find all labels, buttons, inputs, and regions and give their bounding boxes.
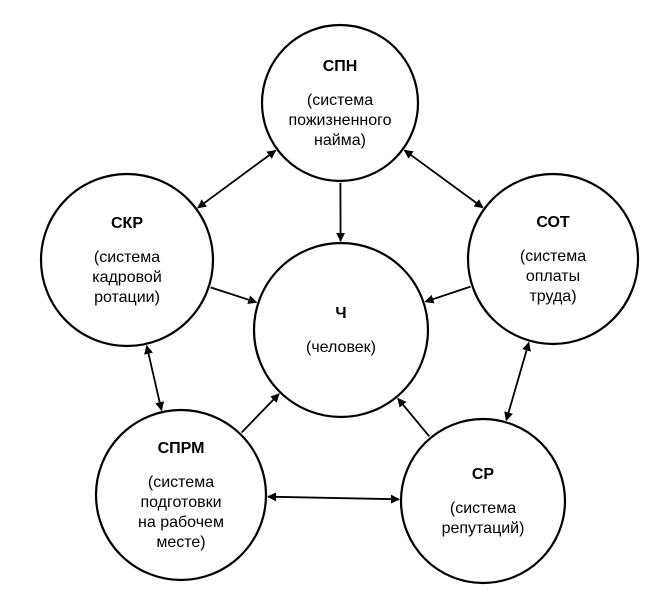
node-sr: СР (система репутаций)	[399, 417, 567, 585]
arrow-spn-sot	[403, 149, 484, 209]
node-title: СОТ	[536, 214, 570, 231]
node-title: СПН	[323, 58, 358, 75]
node-description-line: на рабочем	[138, 514, 224, 531]
node-circle	[94, 408, 268, 582]
node-title: СР	[472, 466, 495, 483]
node-title: СПРМ	[158, 440, 205, 457]
arrow-sot-sr	[504, 341, 531, 422]
node-description-line: кадровой	[92, 269, 162, 286]
node-title: СКР	[111, 215, 143, 232]
node-description-line: подготовки	[140, 494, 221, 511]
arrow-skr-sprm	[144, 344, 165, 412]
arrow-sot-ch	[424, 285, 471, 304]
node-ch: Ч (человек)	[252, 241, 430, 419]
node-description-line: (система	[148, 474, 214, 491]
arrow-skr-ch	[210, 286, 258, 305]
node-skr: СКР (система кадровой ротации)	[39, 172, 215, 348]
node-description-line: пожизненного	[288, 112, 391, 129]
node-description-line: найма)	[314, 132, 366, 149]
node-title: Ч	[335, 305, 346, 322]
node-spn: СПН (система пожизненного найма)	[260, 23, 420, 183]
node-sprm: СПРМ (система подготовки на рабочем месте)	[94, 408, 268, 582]
node-description-line: (человек)	[306, 339, 376, 356]
node-description-line: труда)	[529, 288, 576, 305]
node-description-line: (система	[307, 92, 373, 109]
node-circle	[466, 172, 640, 346]
edges-layer	[144, 149, 531, 504]
node-description-line: (система	[450, 500, 516, 517]
node-circle	[260, 23, 420, 183]
arrow-sprm-ch	[240, 393, 280, 434]
node-circle	[39, 172, 215, 348]
node-description-line: оплаты	[526, 268, 580, 285]
arrow-sprm-sr	[267, 492, 400, 504]
arrow-sr-ch	[397, 397, 430, 437]
node-description-line: (система	[94, 249, 160, 266]
node-description-line: ротации)	[94, 289, 160, 306]
nodes-layer: СПН (система пожизненного найма) СКР (система…	[39, 23, 640, 585]
node-description-line: месте)	[156, 534, 205, 551]
node-sot: СОТ (система оплаты труда)	[466, 172, 640, 346]
node-circle	[252, 241, 430, 419]
node-circle	[399, 417, 567, 585]
node-description-line: (система	[520, 248, 586, 265]
arrow-spn-skr	[197, 149, 277, 209]
node-description-line: репутаций)	[442, 520, 525, 537]
